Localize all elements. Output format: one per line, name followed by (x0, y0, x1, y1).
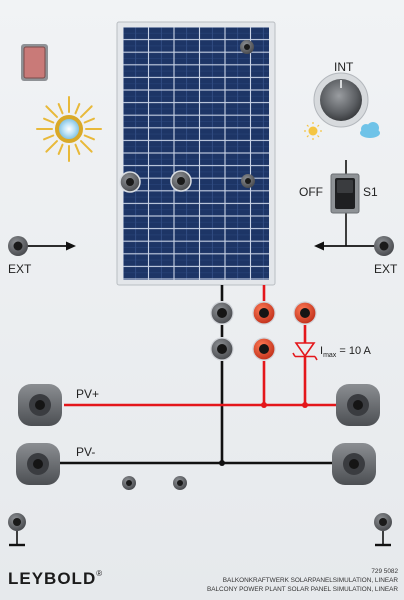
brand-mark: ® (96, 569, 104, 578)
red-wires (64, 285, 336, 407)
imax-label: Imax = 10 A (320, 345, 371, 359)
imax-value: = 10 A (336, 345, 371, 357)
int-label: INT (334, 60, 354, 74)
panel-socket-left[interactable] (119, 171, 141, 193)
sun-ray (74, 143, 81, 155)
indicator-lamp (21, 44, 48, 81)
panel-socket-top-right[interactable] (240, 40, 254, 54)
ext-right-label: EXT (374, 262, 398, 276)
s1-label: S1 (363, 185, 378, 199)
ext-socket-right[interactable] (374, 236, 394, 256)
socket-black-top[interactable] (210, 301, 234, 325)
brand-name: LEYBOLD (8, 569, 97, 588)
ground-socket-right[interactable] (374, 513, 392, 544)
pv-plus-connector-left[interactable] (18, 384, 62, 426)
pv-plus-connector-right[interactable] (336, 384, 380, 426)
footer-title-de: BALKONKRAFTWERK SOLARPANELSIMULATION, LI… (222, 577, 398, 584)
switch-s1[interactable] (330, 173, 360, 214)
socket-black-bottom[interactable] (210, 337, 234, 361)
footer-title-en: BALCONY POWER PLANT SOLAR PANEL SIMULATI… (206, 586, 398, 593)
pv-minus-label: PV- (76, 445, 96, 459)
cloud-icon (360, 122, 380, 138)
sun-ray (80, 105, 93, 118)
socket-red-top-left[interactable] (252, 301, 276, 325)
mounting-screw-right (173, 476, 187, 490)
pv-minus-connector-left[interactable] (16, 443, 60, 485)
socket-red-top-right[interactable] (293, 301, 317, 325)
mounting-screw-left (122, 476, 136, 490)
sun-ray (45, 140, 58, 153)
sun-small-icon (304, 122, 322, 140)
ground-socket-left[interactable] (8, 513, 26, 544)
sun-ray (80, 140, 93, 153)
pv-minus-connector-right[interactable] (332, 443, 376, 485)
imax-subscript: max (323, 352, 337, 360)
imax-symbol: I (320, 345, 324, 357)
socket-red-bottom-left[interactable] (252, 337, 276, 361)
panel-socket-center[interactable] (170, 170, 192, 192)
sun-ray (45, 105, 58, 118)
diode-symbol (292, 342, 318, 361)
sun-lamp-icon (36, 96, 102, 162)
panel-socket-right[interactable] (241, 174, 255, 188)
sun-ray (83, 117, 95, 124)
ext-socket-left[interactable] (8, 236, 28, 256)
solar-panel (116, 21, 276, 286)
sun-ray (57, 143, 64, 155)
sun-ray (74, 103, 81, 115)
pv-plus-label: PV+ (76, 387, 100, 401)
sun-ray (43, 134, 55, 141)
sun-ray (43, 117, 55, 124)
black-wires (60, 285, 332, 465)
ext-left-label: EXT (8, 262, 32, 276)
sun-ray (83, 134, 95, 141)
brand-logo: LEYBOLD® (8, 569, 103, 589)
int-knob[interactable] (313, 72, 369, 128)
sun-ray (57, 103, 64, 115)
off-label: OFF (299, 185, 323, 199)
footer-article-number: 729 5082 (371, 568, 398, 575)
